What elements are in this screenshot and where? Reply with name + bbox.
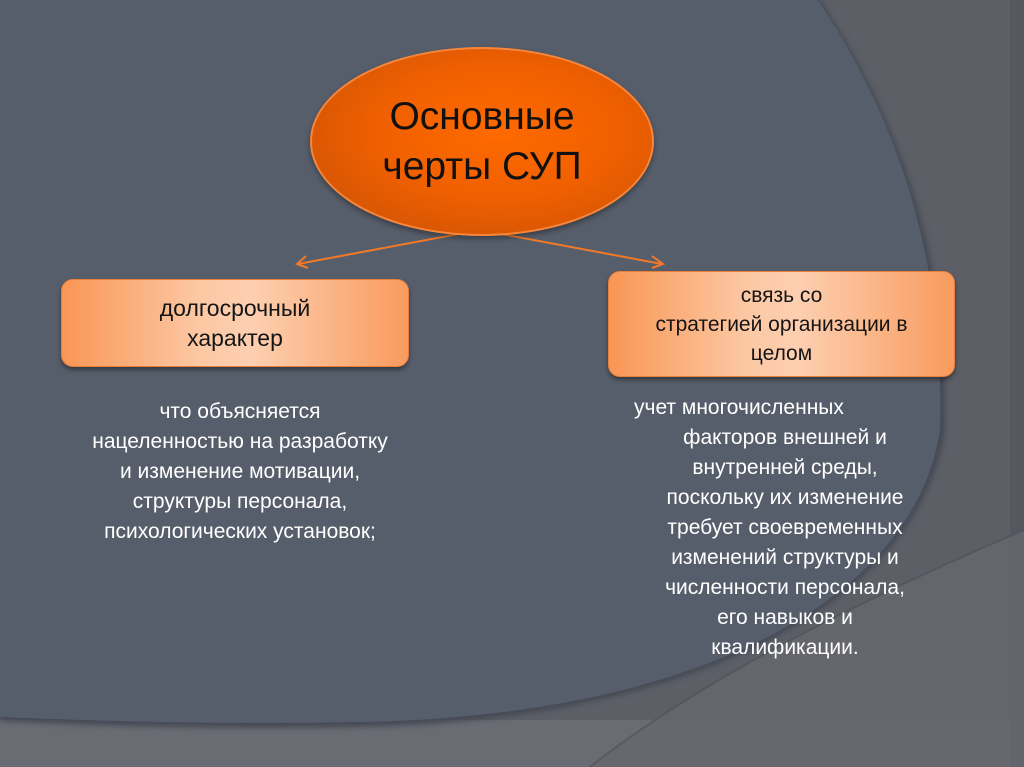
description-line: структуры персонала, <box>132 490 348 513</box>
branch-description-strategy-link: учет многочисленных факторов внешней и в… <box>620 393 950 663</box>
branch-label-line: характер <box>187 325 283 351</box>
root-line-2: черты СУП <box>382 144 582 188</box>
branch-description-long-term: что объясняется нацеленностью на разрабо… <box>40 397 440 547</box>
description-line: и изменение мотивации, <box>119 460 361 483</box>
description-line: его навыков и <box>717 606 853 629</box>
description-line: нацеленностью на разработку <box>92 430 388 453</box>
description-line: требует своевременных <box>667 516 903 539</box>
branch-box-long-term: долгосрочный характер <box>61 279 409 367</box>
description-line: факторов внешней и <box>683 426 887 449</box>
branch-label-line: целом <box>750 341 813 365</box>
description-line: квалификации. <box>711 636 859 659</box>
description-line: что объясняется <box>159 400 321 423</box>
root-node-ellipse: Основные черты СУП <box>310 47 654 236</box>
description-line: учет многочисленных <box>634 396 844 419</box>
connector-arrows <box>295 229 666 269</box>
description-line: изменений структуры и <box>671 546 899 569</box>
branch-label-line: стратегией организации в <box>655 312 908 336</box>
branch-label-line: долгосрочный <box>159 295 311 321</box>
root-line-1: Основные <box>389 94 575 138</box>
root-node-title: Основные черты СУП <box>382 92 581 192</box>
branch-label-line: связь со <box>740 283 823 307</box>
description-line: внутренней среды, <box>692 456 878 479</box>
description-line: поскольку их изменение <box>666 486 904 509</box>
description-line: численности персонала, <box>665 576 905 599</box>
branch-box-strategy-link: связь со стратегией организации в целом <box>608 271 955 377</box>
description-line: психологических установок; <box>104 520 376 543</box>
